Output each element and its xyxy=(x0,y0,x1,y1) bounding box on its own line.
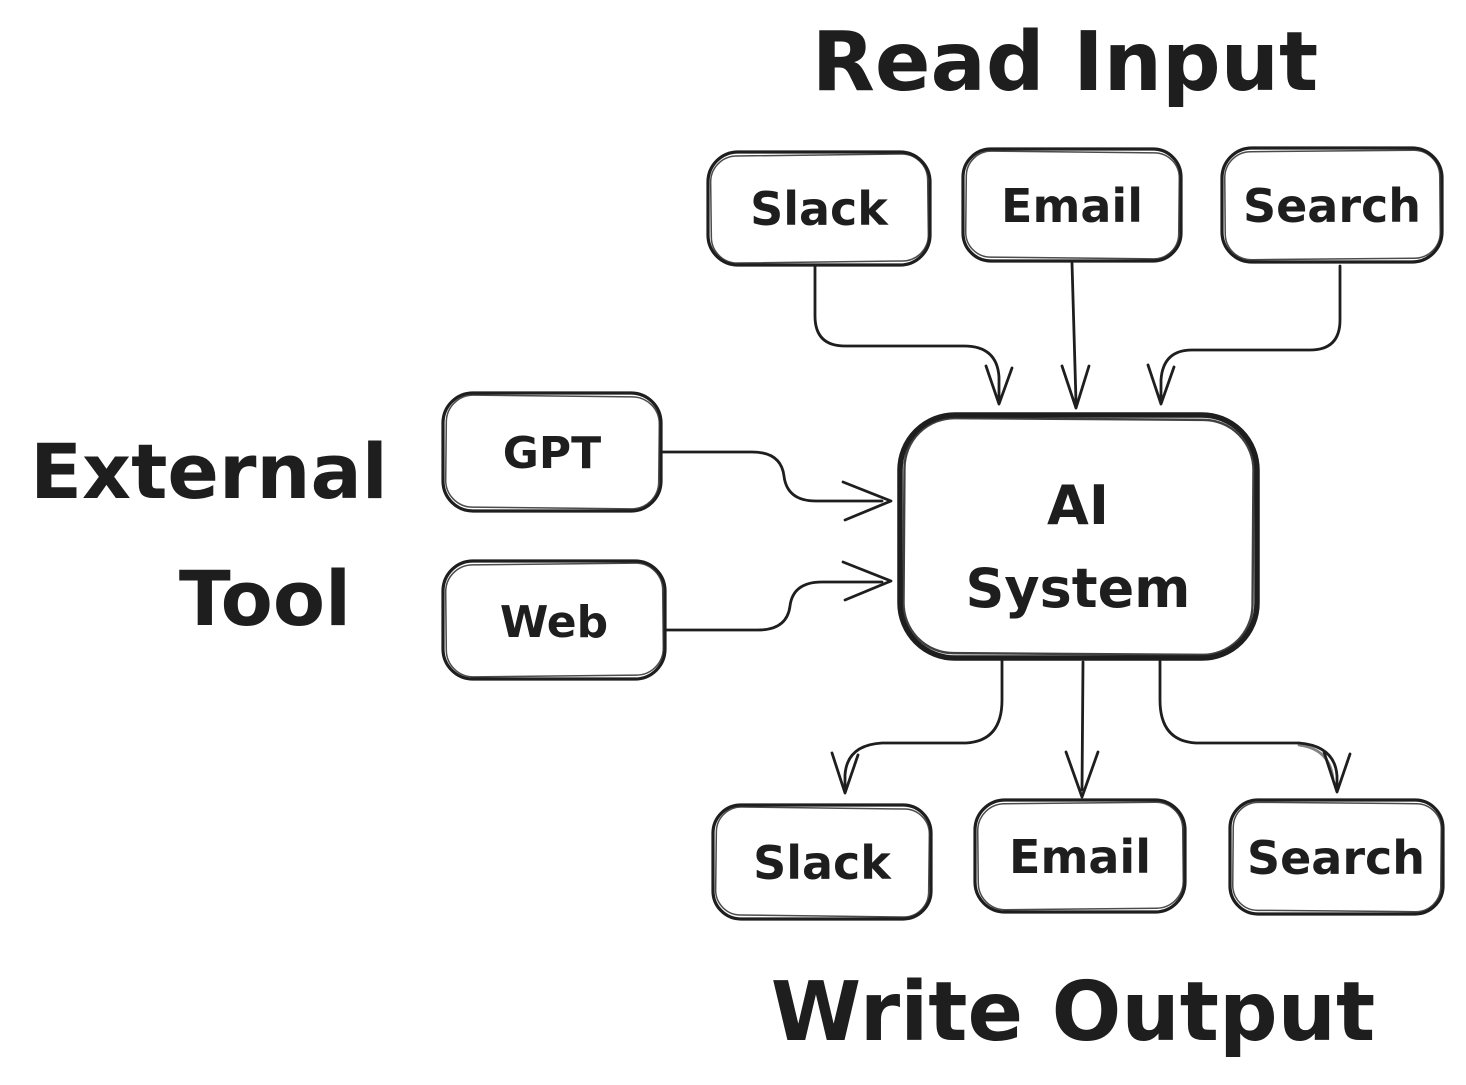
edge-web-to-ai xyxy=(663,560,893,632)
node-gpt-label: GPT xyxy=(503,428,601,479)
node-box xyxy=(706,150,932,267)
title-write-output: Write Output xyxy=(771,965,1375,1060)
node-ai-system-label-line2: System xyxy=(966,557,1191,620)
node-web: Web xyxy=(441,559,667,681)
edge-input-email-to-ai xyxy=(1060,261,1091,410)
node-box xyxy=(441,391,663,513)
label-external-tool-line1: External xyxy=(30,427,388,516)
node-box-ghost xyxy=(902,416,1255,657)
edge-arrowhead xyxy=(841,480,893,522)
edge-arrowhead xyxy=(1146,363,1176,406)
edge-gpt-to-ai xyxy=(661,450,893,522)
node-input-search-label: Search xyxy=(1243,179,1421,233)
node-box xyxy=(897,412,1260,661)
edge-arrowhead xyxy=(841,560,893,602)
node-output-email-label: Email xyxy=(1009,830,1151,884)
edge-line xyxy=(813,265,1001,402)
edge-arrowhead xyxy=(1064,750,1100,799)
node-ai-system: AI System xyxy=(897,412,1260,661)
node-input-email-label: Email xyxy=(1001,179,1143,233)
edge-line xyxy=(1070,261,1078,404)
node-output-slack: Slack xyxy=(711,803,933,921)
node-output-search-label: Search xyxy=(1247,831,1425,885)
node-input-slack: Slack xyxy=(706,150,932,267)
node-input-search: Search xyxy=(1220,146,1444,264)
node-box-ghost xyxy=(976,801,1185,911)
node-box xyxy=(961,147,1183,263)
node-box-ghost xyxy=(714,806,931,918)
node-web-label: Web xyxy=(500,597,608,648)
node-output-slack-label: Slack xyxy=(753,836,892,890)
node-ai-system-label-line1: AI xyxy=(1047,474,1109,537)
node-box-ghost xyxy=(964,150,1181,260)
edge-line xyxy=(1158,658,1339,789)
edge-line xyxy=(1080,660,1085,792)
node-box xyxy=(973,798,1187,914)
edge-ai-to-output-email xyxy=(1064,660,1100,799)
edge-ai-to-output-slack xyxy=(830,658,1004,795)
edge-line xyxy=(661,450,884,503)
edge-line xyxy=(1159,264,1342,402)
title-read-input: Read Input xyxy=(812,15,1319,110)
node-box xyxy=(711,803,933,921)
node-box xyxy=(1228,798,1445,916)
label-external-tool-line2: Tool xyxy=(179,554,351,643)
node-box-ghost xyxy=(444,394,661,510)
node-input-slack-label: Slack xyxy=(750,182,889,236)
edge-arrowhead xyxy=(984,364,1014,406)
node-output-search: Search xyxy=(1228,798,1445,916)
edge-input-slack-to-ai xyxy=(813,265,1014,406)
edge-input-search-to-ai xyxy=(1146,264,1342,406)
edge-arrowhead xyxy=(830,751,860,795)
node-input-email: Email xyxy=(961,147,1183,263)
edge-ai-to-output-search xyxy=(1158,658,1352,794)
node-box xyxy=(1220,146,1444,264)
node-box-ghost xyxy=(709,153,930,264)
node-output-email: Email xyxy=(973,798,1187,914)
edge-line xyxy=(843,658,1004,790)
edge-line xyxy=(663,580,884,632)
edge-arrowhead xyxy=(1060,364,1091,410)
node-box xyxy=(441,559,667,681)
node-gpt: GPT xyxy=(441,391,663,513)
node-box-ghost xyxy=(1231,801,1443,913)
node-box-ghost xyxy=(444,562,665,678)
node-box-ghost xyxy=(1224,149,1441,261)
edge-arrowhead xyxy=(1322,750,1352,794)
